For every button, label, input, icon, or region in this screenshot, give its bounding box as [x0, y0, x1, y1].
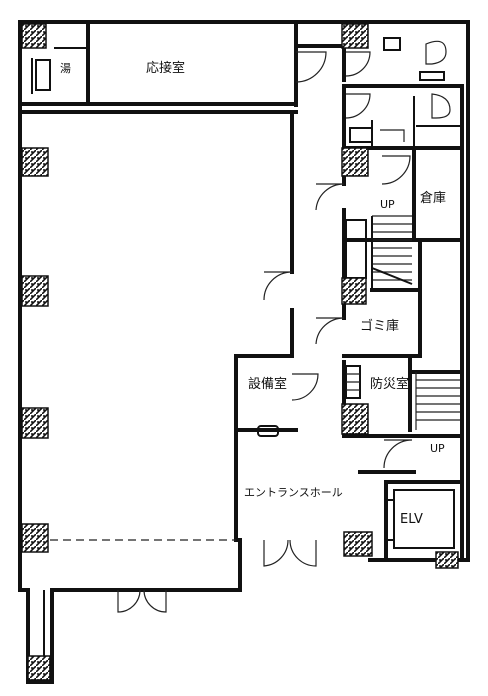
equipment-room-label: 設備室: [248, 376, 287, 392]
stair-up-top-label: UP: [380, 198, 395, 211]
right-wing-walls: [294, 22, 464, 562]
storage-room-label: 倉庫: [420, 191, 446, 206]
disaster-room-label: 防災室: [370, 376, 409, 392]
toilet-fixtures: [349, 37, 451, 148]
elevator-shaft: [388, 489, 455, 549]
door-swings: [117, 51, 413, 613]
interior-walls: [22, 22, 298, 682]
waiting-room-label: 応接室: [146, 60, 185, 76]
stair-lower: [415, 372, 460, 430]
waiting-room-walls: [31, 22, 90, 106]
garbage-room-label: ゴミ庫: [360, 318, 399, 334]
stair-up-bottom-label: UP: [430, 442, 445, 455]
structural-columns: [21, 23, 459, 681]
outer-walls: [18, 20, 470, 684]
stair-upper: [345, 215, 413, 290]
entrance-hall-label: エントランスホール: [244, 486, 343, 499]
small-room-label: 湯: [60, 62, 71, 75]
equipment-fixtures: [257, 365, 361, 437]
elevator-label: ELV: [400, 512, 423, 527]
